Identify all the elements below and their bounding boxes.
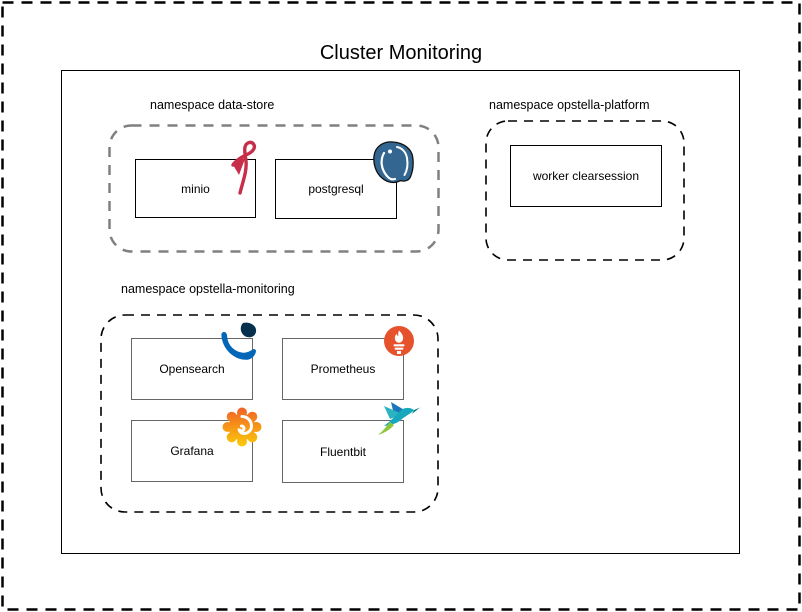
namespace-label-data-store: namespace data-store [150,98,275,112]
service-label-grafana: Grafana [170,444,214,458]
namespace-label-opstella-platform: namespace opstella-platform [489,98,650,112]
namespace-group-opstella-monitoring [100,314,439,513]
service-label-minio: minio [181,181,210,196]
service-label-opensearch: Opensearch [159,362,225,376]
service-label-fluentbit: Fluentbit [319,444,367,459]
namespace-data-store-dashed-outline [108,124,440,253]
service-label-prometheus: Prometheus [310,362,376,376]
service-node-worker-clearsession: worker clearsession [510,145,662,207]
cluster-container [61,70,740,554]
minio-bird-icon [226,138,258,196]
namespace-group-data-store [108,124,440,254]
service-label-worker-clearsession: worker clearsession [532,169,640,183]
page-title: Cluster Monitoring [319,42,483,64]
prometheus-icon [384,326,414,356]
fluentbit-icon [376,402,420,437]
namespace-label-opstella-monitoring: namespace opstella-monitoring [121,282,295,296]
opensearch-icon [219,321,258,362]
grafana-icon [222,403,262,447]
service-label-postgresql: postgresql [308,182,364,196]
postgresql-elephant-icon [369,140,416,184]
namespace-opstella-monitoring-dashed-outline [100,314,439,513]
